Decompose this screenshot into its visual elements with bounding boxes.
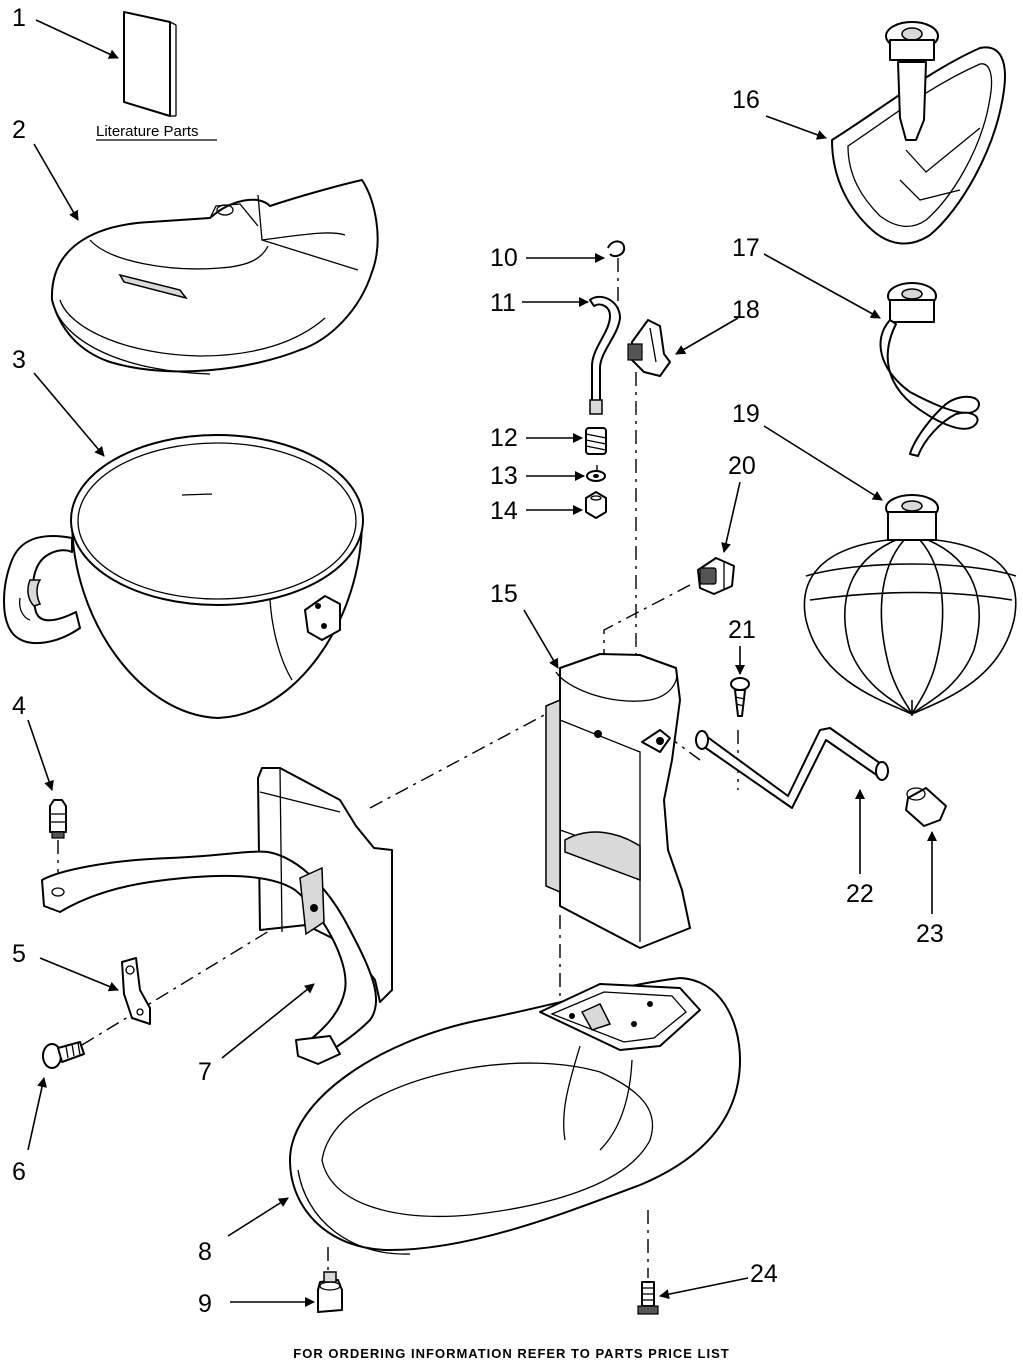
callout-10: 10 xyxy=(490,244,518,272)
callout-20: 20 xyxy=(728,452,756,480)
callout-21: 21 xyxy=(728,616,756,644)
cap xyxy=(905,787,947,827)
crank-rod xyxy=(695,727,889,809)
clip xyxy=(121,957,151,1025)
callout-16: 16 xyxy=(732,86,760,114)
callout-11: 11 xyxy=(490,289,516,317)
callout-numbers: 1 2 3 4 5 6 7 8 9 10 11 12 13 14 15 16 1… xyxy=(12,4,944,1318)
callout-24: 24 xyxy=(750,1260,778,1288)
literature-part: Literature Parts xyxy=(96,11,217,141)
callout-23: 23 xyxy=(916,920,944,948)
wire-whip xyxy=(803,494,1017,716)
callout-22: 22 xyxy=(846,880,874,908)
callout-19: 19 xyxy=(732,400,760,428)
callout-18: 18 xyxy=(732,296,760,324)
callout-17: 17 xyxy=(732,234,760,262)
callout-7: 7 xyxy=(198,1058,212,1086)
dough-hook xyxy=(879,282,980,457)
bowl-support xyxy=(41,767,393,1065)
callout-13: 13 xyxy=(490,462,518,490)
mixing-bowl xyxy=(3,434,364,719)
callout-12: 12 xyxy=(490,424,518,452)
flat-beater xyxy=(831,21,1006,245)
callout-1: 1 xyxy=(12,4,26,32)
lever xyxy=(627,319,671,377)
callout-8: 8 xyxy=(198,1238,212,1266)
literature-label: Literature Parts xyxy=(96,123,199,140)
knob xyxy=(697,557,735,595)
callout-9: 9 xyxy=(198,1290,212,1318)
base xyxy=(289,977,741,1255)
callout-6: 6 xyxy=(12,1158,26,1186)
column xyxy=(545,653,691,949)
callout-5: 5 xyxy=(12,940,26,968)
callout-3: 3 xyxy=(12,346,26,374)
callout-14: 14 xyxy=(490,497,518,525)
spring-parts xyxy=(585,240,626,519)
ordering-footer: FOR ORDERING INFORMATION REFER TO PARTS … xyxy=(293,1346,730,1361)
callout-15: 15 xyxy=(490,580,518,608)
pouring-shield xyxy=(50,179,379,375)
small-screw xyxy=(730,677,750,717)
callout-4: 4 xyxy=(12,692,26,720)
pin xyxy=(49,799,67,839)
base-screw xyxy=(637,1281,659,1315)
callout-2: 2 xyxy=(12,116,26,144)
foot xyxy=(317,1271,343,1313)
screw xyxy=(42,1041,85,1069)
leader-arrows xyxy=(27,19,937,1307)
